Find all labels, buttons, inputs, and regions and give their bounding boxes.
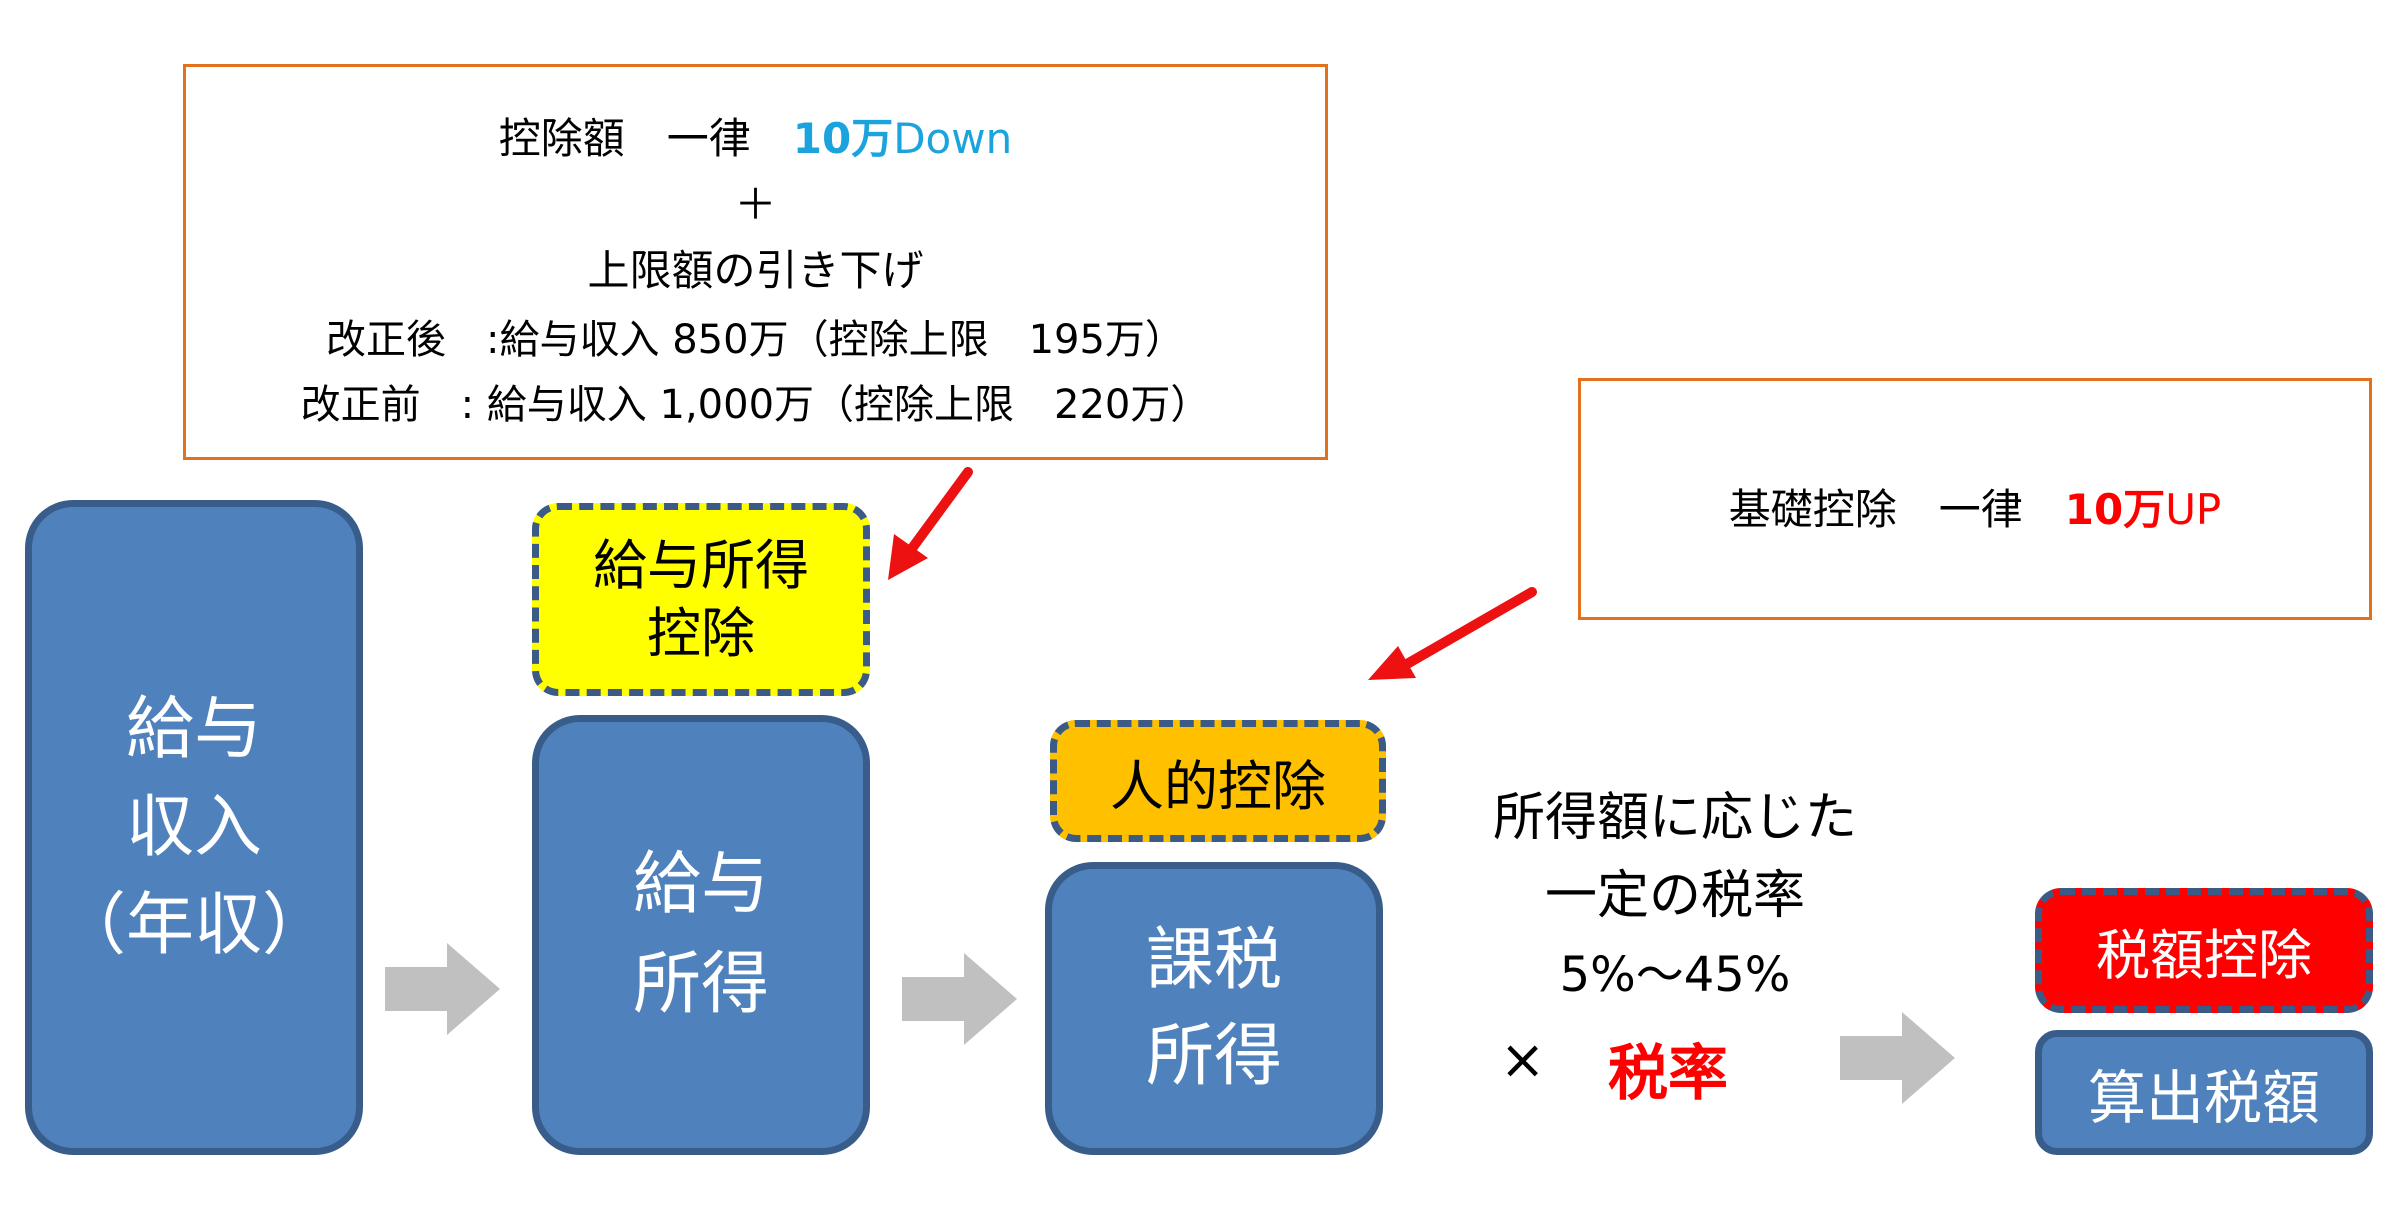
rate-description-2: 一定の税率 — [1544, 866, 1805, 926]
basic-deduction-direction: UP — [2165, 485, 2222, 534]
callout-line-3: 上限額の引き下げ — [587, 246, 924, 295]
tax-credit-box: 税額控除 — [2035, 888, 2373, 1013]
rate-description-1: 所得額に応じた — [1492, 788, 1857, 848]
basic-deduction-callout: 基礎控除 一律 10万UP — [1578, 378, 2372, 620]
salary-deduction-box: 給与所得 控除 — [532, 503, 870, 696]
employment-income-box: 給与 所得 — [532, 715, 870, 1155]
salary-deduction-callout: 控除額 一律 10万Down ＋ 上限額の引き下げ 改正後 :給与収入 850万… — [183, 64, 1328, 460]
salary-income-box: 給与 収入 （年収） — [25, 500, 363, 1155]
taxable-income-box: 課税 所得 — [1045, 862, 1383, 1155]
callout-plus: ＋ — [734, 180, 777, 229]
computed-tax-box: 算出税額 — [2035, 1030, 2373, 1155]
callout-after-revision: 改正後 :給与収入 850万（控除上限 195万） — [326, 317, 1185, 363]
personal-deduction-box: 人的控除 — [1050, 720, 1386, 842]
basic-deduction-amount: 10万 — [2064, 485, 2166, 534]
right-arrow-icon — [1840, 1012, 1955, 1104]
multiply-sign: × — [1500, 1028, 1546, 1091]
right-arrow-icon — [902, 953, 1017, 1045]
pointer-arrow-icon — [888, 467, 973, 580]
right-arrow-icon — [385, 943, 500, 1035]
deduction-amount: 10万 — [792, 114, 894, 163]
callout-line-1: 控除額 一律 10万Down — [498, 114, 1013, 163]
rate-range: 5%〜45% — [1559, 947, 1791, 1003]
callout-before-revision: 改正前 : 給与収入 1,000万（控除上限 220万） — [300, 382, 1211, 428]
basic-deduction-text: 基礎控除 一律 10万UP — [1728, 485, 2222, 534]
tax-rate-label: 税率 — [1608, 1039, 1728, 1109]
pointer-arrow-icon — [1368, 587, 1537, 680]
deduction-direction: Down — [893, 114, 1013, 163]
